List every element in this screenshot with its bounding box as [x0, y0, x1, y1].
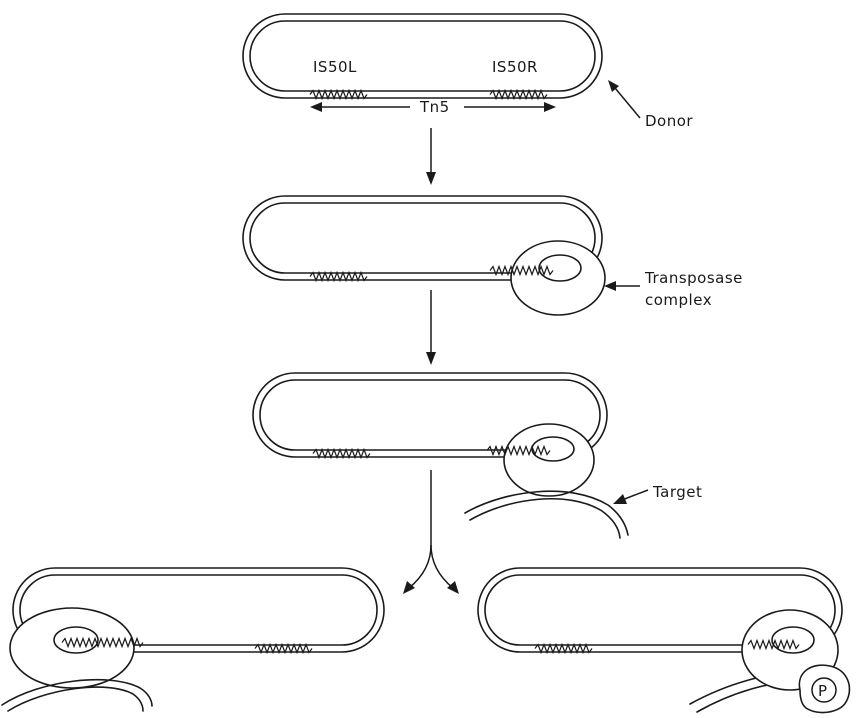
left-target-dna-inner	[8, 687, 143, 711]
stage-outcome-left	[2, 568, 384, 711]
stage-target-capture: Target	[253, 373, 702, 538]
donor-loop-outer	[243, 14, 602, 98]
flow-arrow-1-head	[426, 172, 436, 185]
transposase-complex-hole	[539, 255, 581, 281]
is50r-label: IS50R	[492, 58, 538, 76]
stage-donor: IS50L IS50R Tn5 Donor	[243, 14, 693, 130]
flow-arrow-3-left-head	[403, 581, 415, 594]
flow-arrow-3-right	[431, 545, 453, 588]
tn5-arrowhead-left	[310, 102, 322, 112]
donor-loop-inner	[250, 21, 595, 91]
flow-arrow-3-left	[409, 545, 431, 588]
target-dna-inner	[470, 499, 620, 538]
complex-label: complex	[645, 291, 712, 309]
tn5-arrowhead-right	[544, 102, 556, 112]
tn5-label: Tn5	[419, 98, 450, 116]
donor-label: Donor	[645, 112, 693, 130]
stage-outcome-right: P	[478, 568, 849, 713]
p-marker-label: P	[818, 682, 828, 700]
target-label: Target	[652, 483, 702, 501]
donor-pointer-line	[615, 88, 640, 118]
stage-transposase-binding: Transposase complex	[243, 196, 743, 315]
transposase-pointer-head	[604, 281, 616, 291]
is50l-label: IS50L	[313, 58, 357, 76]
target-pointer-line	[622, 490, 648, 500]
flow-arrow-3-right-head	[447, 581, 459, 594]
target-pointer-head	[613, 494, 627, 504]
flow-arrow-2-head	[426, 352, 436, 365]
transposase-label: Transposase	[644, 269, 743, 287]
